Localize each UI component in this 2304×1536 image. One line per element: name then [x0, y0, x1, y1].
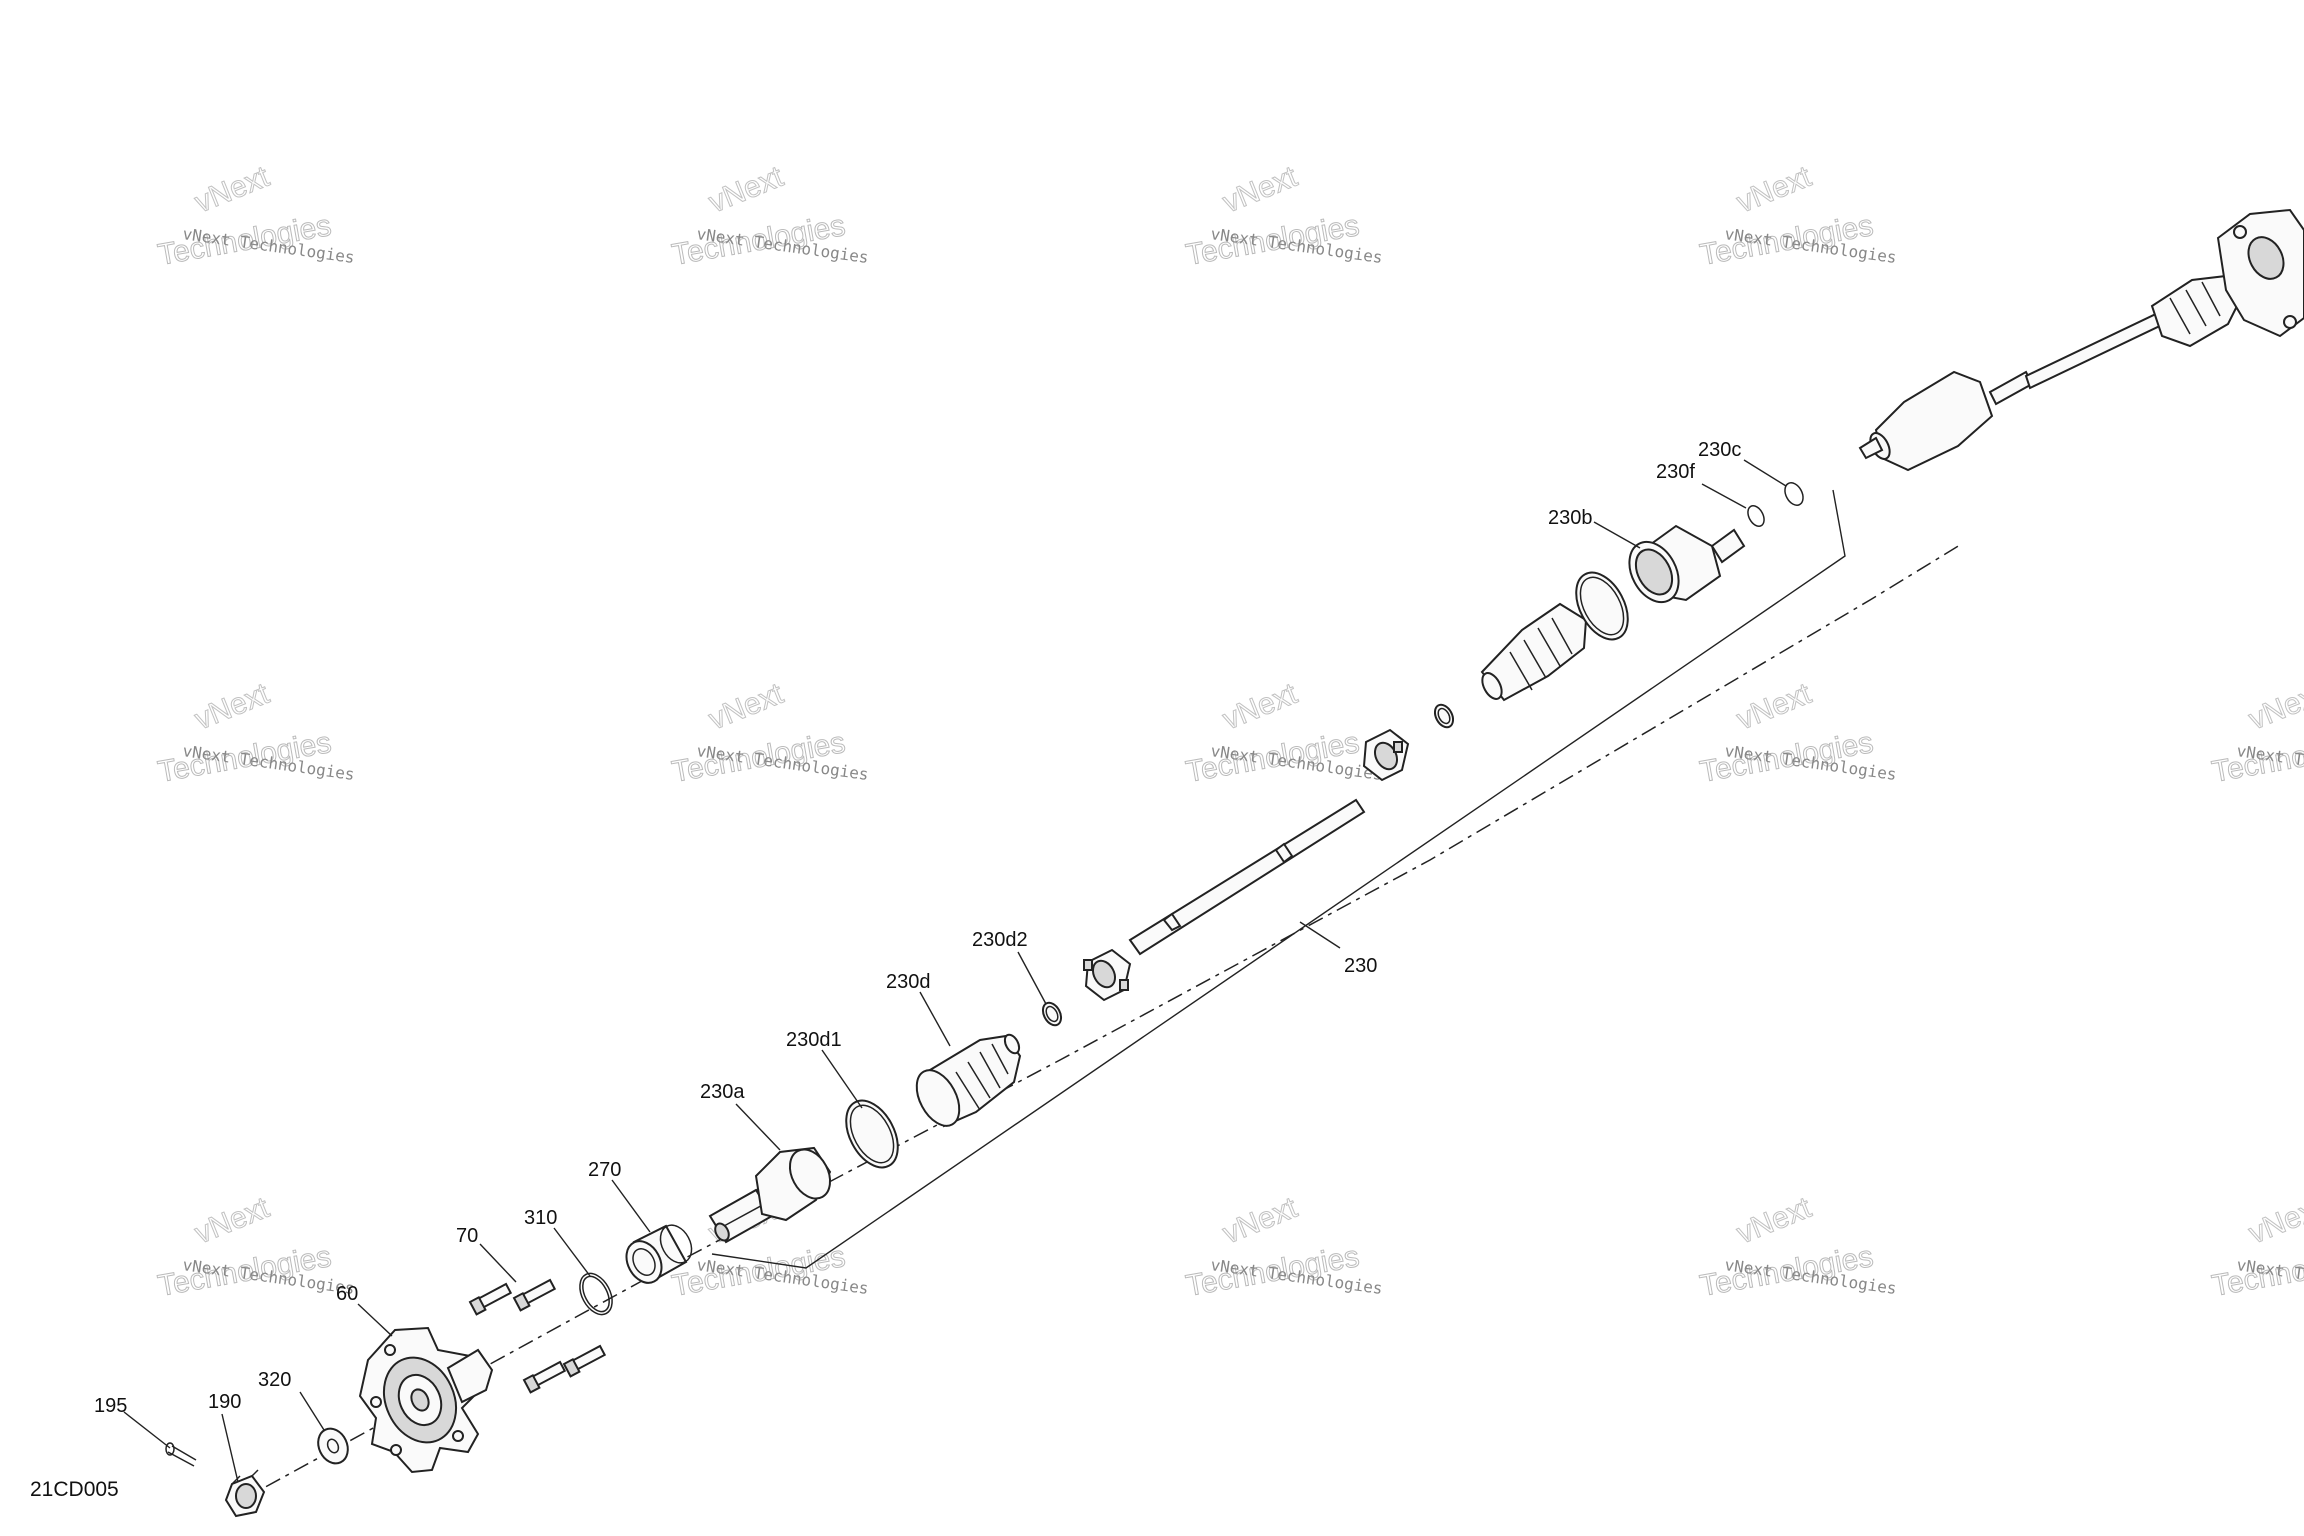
callout-230c: 230c: [1698, 439, 1741, 461]
leader-60: [357, 1303, 393, 1337]
part-310-retaining-ring: [579, 1272, 613, 1316]
watermark: vNext Technologies vNext Technologies: [1697, 1190, 1898, 1303]
part-230b-inner-housing: [1628, 524, 1746, 604]
leader-230d2: [1017, 951, 1047, 1005]
part-inner-small-clamp: [1433, 703, 1455, 729]
watermark-text-logo: vNext: [190, 160, 274, 220]
part-assembled-drive-shaft: [1858, 208, 2304, 472]
leader-230f: [1701, 483, 1747, 509]
callout-230f: 230f: [1656, 461, 1695, 483]
watermark-text-logo: vNext: [704, 677, 788, 737]
callout-230d1: 230d1: [786, 1029, 842, 1051]
callout-230d: 230d: [886, 971, 931, 993]
part-195-cotter-pin: [165, 1442, 197, 1467]
part-270-wheel-bearing: [625, 1224, 693, 1284]
part-230d-cv-boot: [915, 1033, 1022, 1128]
part-230c-o-ring: [1784, 482, 1804, 506]
part-230d1-boot-clamp: [845, 1099, 899, 1169]
part-70-bolt: [522, 1360, 567, 1394]
watermark: vNext Technologies vNext Technologies: [669, 159, 870, 272]
part-70-bolt: [468, 1282, 513, 1316]
watermark-text-logo: vNext: [1732, 160, 1816, 220]
leader-270: [611, 1179, 651, 1233]
part-drive-shaft: [1128, 798, 1366, 956]
part-320-washer: [317, 1427, 349, 1465]
callout-190: 190: [208, 1391, 241, 1413]
callout-230b: 230b: [1548, 507, 1593, 529]
watermark-text-logo: vNext: [2244, 677, 2304, 737]
leader-230d: [919, 991, 951, 1047]
leader-310: [553, 1227, 591, 1277]
callout-labels: 195 190 320 60 70 310 270 230a 230d1 230…: [94, 439, 1741, 1417]
callout-310: 310: [524, 1207, 557, 1229]
part-70-bolt: [562, 1344, 607, 1378]
watermark: vNext Technologies vNext Technologies: [155, 676, 356, 789]
watermark-text-logo: vNext: [190, 1191, 274, 1251]
watermark-text-logo: vNext: [1732, 677, 1816, 737]
part-60-wheel-hub: [358, 1326, 494, 1474]
watermark-text-logo: vNext: [190, 677, 274, 737]
part-230d2-small-clamp: [1041, 1001, 1063, 1027]
watermark: vNext Technologies vNext Technologies: [1697, 159, 1898, 272]
leader-230a: [735, 1103, 781, 1151]
part-230f-o-ring: [1747, 504, 1765, 528]
diagram-code: 21CD005: [30, 1478, 119, 1501]
watermark: vNext Technologies vNext Technologies: [1697, 676, 1898, 789]
part-70-bolt: [512, 1278, 557, 1312]
callout-195: 195: [94, 1395, 127, 1417]
part-190-axle-nut: [224, 1469, 266, 1518]
callout-230a: 230a: [700, 1081, 745, 1103]
callout-60: 60: [336, 1283, 358, 1305]
leader-70: [479, 1243, 517, 1283]
assembly-230-bracket: [711, 489, 1846, 1269]
part-tripod-inner: [1362, 728, 1410, 782]
part-230a-outer-cv-joint: [708, 1146, 832, 1244]
leader-230c: [1743, 459, 1787, 487]
watermark: vNext Technologies vNext Technologies: [2209, 676, 2304, 789]
leader-320: [299, 1391, 325, 1431]
leader-230: [1299, 921, 1341, 949]
assembly-axis-line: [237, 544, 1961, 1503]
watermark: vNext Technologies vNext Technologies: [155, 1190, 356, 1303]
watermark: vNext Technologies vNext Technologies: [669, 676, 870, 789]
watermark: vNext Technologies vNext Technologies: [1183, 1190, 1384, 1303]
leader-230d1: [821, 1049, 863, 1109]
watermark: vNext Technologies vNext Technologies: [1183, 676, 1384, 789]
leader-lines: [123, 459, 1787, 1483]
callout-70: 70: [456, 1225, 478, 1247]
watermark-text-logo: vNext: [704, 160, 788, 220]
watermark-text-logo: vNext: [1218, 677, 1302, 737]
part-inner-cv-boot: [1480, 602, 1588, 702]
callout-320: 320: [258, 1369, 291, 1391]
watermark: vNext Technologies vNext Technologies: [155, 159, 356, 272]
watermark: vNext Technologies vNext Technologies: [2209, 1190, 2304, 1303]
leader-195: [123, 1411, 171, 1449]
callout-270: 270: [588, 1159, 621, 1181]
leader-230b: [1593, 521, 1641, 549]
part-inner-boot-clamp: [1575, 571, 1629, 641]
watermark-text-logo: vNext: [2244, 1191, 2304, 1251]
part-tripod-outer: [1083, 948, 1132, 1002]
watermark-text-logo: vNext: [1218, 160, 1302, 220]
callout-230d2: 230d2: [972, 929, 1028, 951]
watermark-layer: vNext Technologies vNext Technologies vN…: [155, 159, 2304, 1303]
leader-190: [221, 1413, 239, 1483]
callout-230: 230: [1344, 955, 1377, 977]
watermark-text-logo: vNext: [1218, 1191, 1302, 1251]
watermark: vNext Technologies vNext Technologies: [1183, 159, 1384, 272]
watermark-text-logo: vNext: [1732, 1191, 1816, 1251]
